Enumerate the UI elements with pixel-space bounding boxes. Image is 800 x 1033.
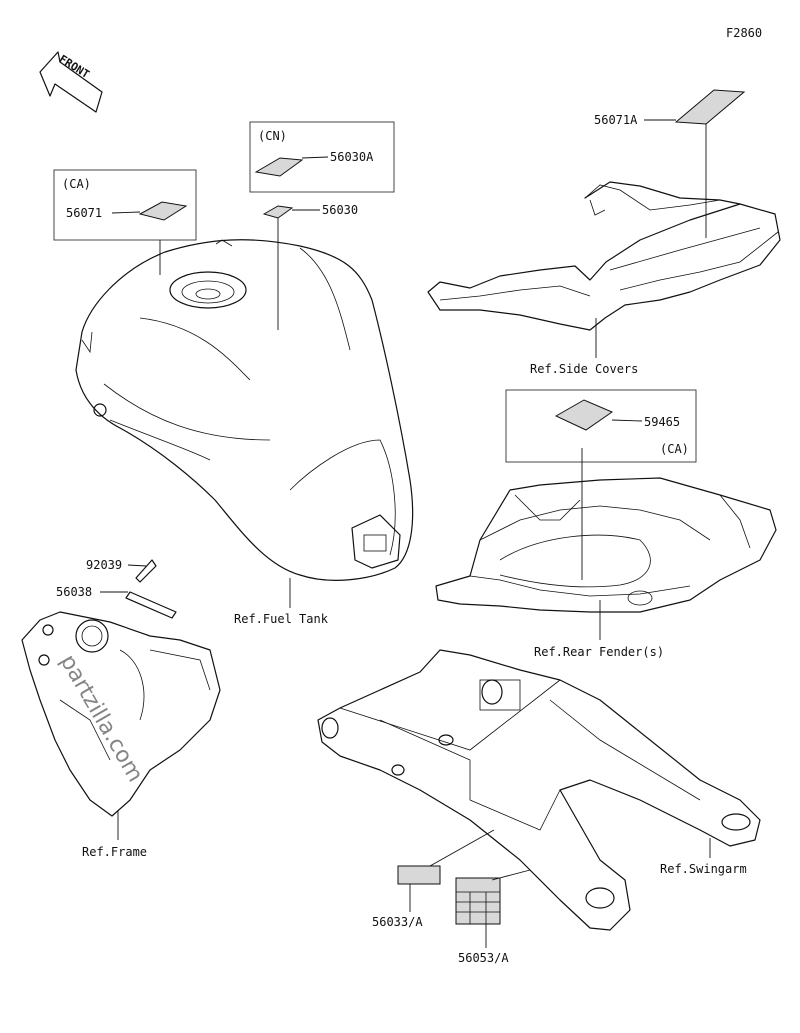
label-56038-icon: [125, 591, 177, 619]
rear-fender: [435, 477, 777, 613]
side-covers: [427, 181, 781, 331]
label-56033A-icon: [397, 865, 441, 885]
callout-56030A: 56030A: [330, 150, 374, 164]
diagram-code: F2860: [726, 26, 762, 40]
callout-56053A: 56053/A: [458, 951, 509, 965]
ref-side-covers: Ref.Side Covers: [530, 362, 638, 376]
ref-fuel-tank: Ref.Fuel Tank: [234, 612, 329, 626]
label-56071-icon: [138, 201, 188, 221]
label-56030-icon: [262, 205, 294, 219]
callout-56030: 56030: [322, 203, 358, 217]
label-56071A-icon: [674, 89, 746, 125]
label-56053A-icon: [455, 877, 501, 925]
ref-swingarm: Ref.Swingarm: [660, 862, 747, 876]
cn-tank-box: [249, 121, 395, 193]
region-tag-ca-rear: (CA): [660, 442, 689, 456]
label-59465-icon: [554, 399, 614, 431]
callout-59465: 59465: [644, 415, 680, 429]
ca-rear-box: [505, 389, 697, 463]
frame: [21, 611, 221, 817]
callout-92039: 92039: [86, 558, 122, 572]
fuel-tank: [75, 239, 414, 581]
label-56030A-icon: [254, 157, 304, 177]
ref-rear-fender: Ref.Rear Fender(s): [534, 645, 664, 659]
callout-56071A: 56071A: [594, 113, 638, 127]
swingarm: [317, 649, 761, 931]
region-tag-cn-tank: (CN): [258, 129, 287, 143]
front-label: FRONT: [57, 52, 92, 81]
watermark-logo: partzilla.com: [55, 651, 148, 787]
callout-56038: 56038: [56, 585, 92, 599]
region-tag-ca-tank: (CA): [62, 177, 91, 191]
ref-frame: Ref.Frame: [82, 845, 147, 859]
callout-56071: 56071: [66, 206, 102, 220]
ca-tank-box: [53, 169, 197, 241]
rivet-92039-icon: [135, 559, 157, 583]
callout-56033A: 56033/A: [372, 915, 423, 929]
front-arrow-icon: FRONT: [39, 51, 103, 113]
